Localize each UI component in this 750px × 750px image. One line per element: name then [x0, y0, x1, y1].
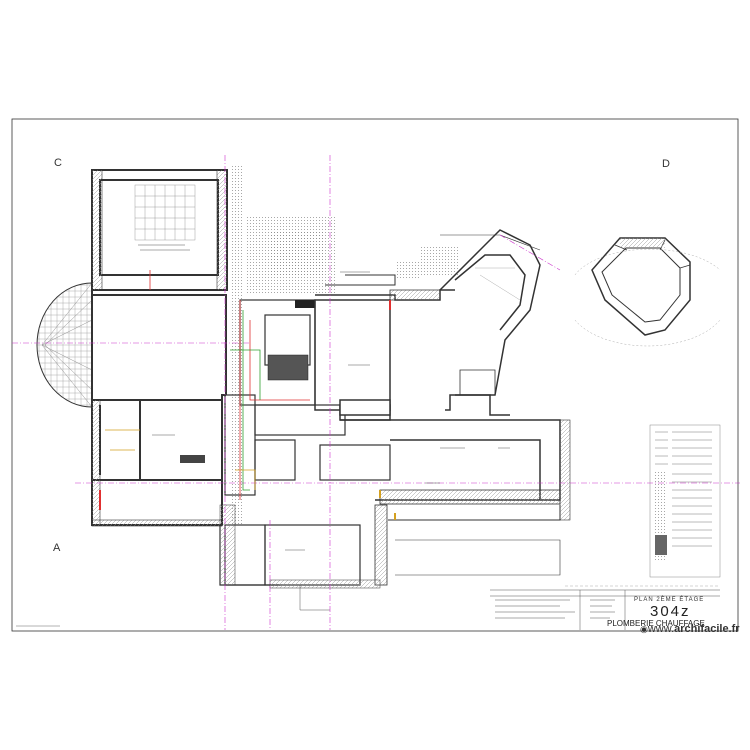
plan-subtitle: PLOMBERIE CHAUFFAGE	[607, 619, 705, 628]
watermark: ◉www.archifacile.fr	[640, 623, 740, 635]
grid-label-a: A	[53, 542, 61, 554]
watermark-prefix: www.	[647, 623, 675, 635]
camera-icon: ◉	[640, 624, 648, 634]
central-wing	[314, 289, 561, 501]
plan-title: PLAN 2ÈME ÉTAGE	[634, 597, 705, 603]
upper-left-block	[91, 169, 228, 291]
drawing-number: 304z	[650, 603, 691, 620]
diagonal-wing	[439, 229, 541, 396]
pipe-runs	[99, 270, 396, 520]
grid-label-c: C	[54, 157, 62, 169]
main-building-walls	[91, 290, 227, 526]
sheet-border	[11, 118, 739, 632]
tiled-room	[134, 184, 196, 241]
lower-rooms	[219, 524, 361, 586]
axis-lines	[12, 155, 740, 630]
semicircular-bay	[36, 282, 93, 408]
watermark-site: archifacile.fr	[674, 623, 740, 635]
legend-box	[649, 424, 721, 578]
grid-label-d: D	[662, 158, 670, 170]
octagon-pavilion	[574, 237, 721, 347]
title-block	[490, 589, 720, 630]
stair-block	[267, 354, 309, 381]
room-annotations	[138, 244, 510, 551]
